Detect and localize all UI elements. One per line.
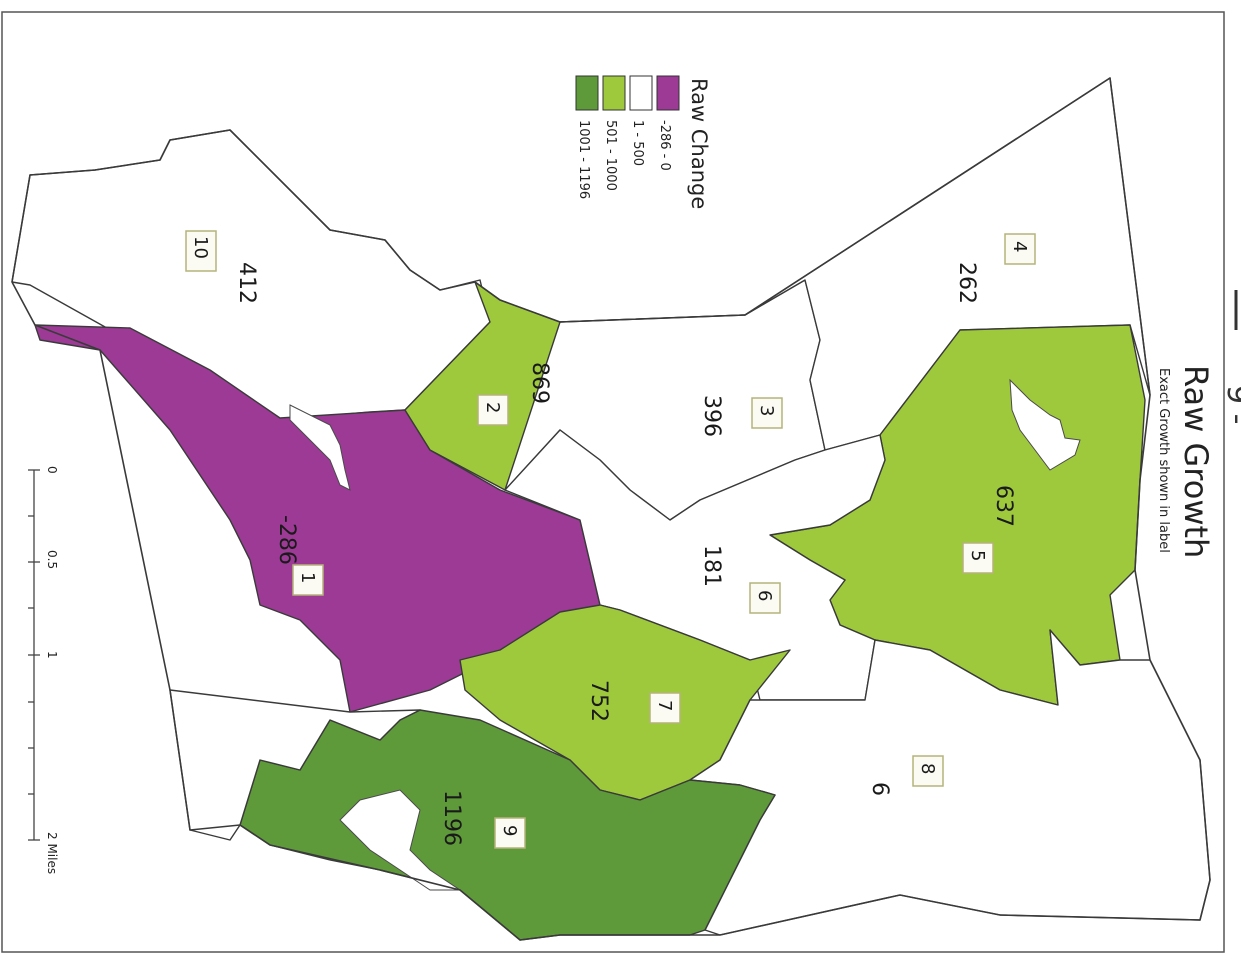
stream-in-district-9 — [339, 789, 462, 891]
scale-label-2-miles: 2 Miles — [45, 832, 59, 874]
legend-swatch-mid — [602, 75, 626, 111]
district-label-1: -286 1 — [274, 515, 324, 596]
map-title: Raw Growth — [1177, 365, 1215, 558]
district-number-6: 6 — [754, 590, 775, 601]
scale-label-0: 0 — [45, 466, 59, 474]
district-number-8: 8 — [917, 763, 938, 774]
district-number-box-10 — [185, 230, 217, 272]
growth-value-2: 869 — [527, 362, 552, 404]
map-frame — [1, 11, 1225, 953]
district-number-9: 9 — [499, 825, 520, 836]
district-number-box-8 — [912, 755, 944, 787]
growth-value-9: 1196 — [439, 790, 464, 846]
river-in-district-1 — [289, 404, 351, 491]
city-boundary — [11, 77, 1211, 941]
district-number-4: 4 — [1009, 241, 1030, 252]
district-number-2: 2 — [482, 402, 503, 413]
district-number-3: 3 — [756, 405, 777, 416]
district-number-5: 5 — [967, 550, 988, 561]
legend-title: Raw Change — [687, 78, 711, 209]
legend-label-high: 1001 - 1196 — [576, 120, 591, 199]
legend-label-mid: 501 - 1000 — [603, 120, 618, 191]
district-label-9: 1196 9 — [439, 790, 526, 849]
district-number-box-6 — [749, 582, 781, 614]
district-label-4: 262 4 — [954, 233, 1036, 304]
growth-value-3: 396 — [699, 395, 724, 437]
map-subtitle: Exact Growth shown in label — [1156, 368, 1171, 553]
growth-value-8: 6 — [867, 782, 892, 796]
growth-value-7: 752 — [586, 680, 611, 722]
legend-label-negative: -286 - 0 — [657, 120, 672, 171]
district-label-7: 752 7 — [586, 680, 681, 724]
district-label-6: 181 6 — [699, 545, 781, 614]
scale-bar: 0 0.5 1 2 Miles — [28, 466, 59, 874]
growth-value-6: 181 — [699, 545, 724, 587]
district-label-8: 6 8 — [867, 755, 944, 796]
district-number-box-7 — [649, 692, 681, 724]
legend-swatch-low — [629, 75, 653, 111]
district-number-1: 1 — [297, 572, 318, 583]
district-label-3: 396 3 — [699, 395, 783, 437]
cropped-title-glyph: 9 - — [1220, 385, 1241, 424]
district-number-box-1 — [292, 564, 324, 596]
district-label-5: 637 5 — [962, 485, 1016, 574]
district-number-box-2 — [477, 394, 509, 426]
lake-in-district-5 — [1009, 378, 1081, 471]
district-number-box-4 — [1004, 233, 1036, 265]
growth-value-5: 637 — [991, 485, 1016, 527]
legend: Raw Change -286 - 0 1 - 500 501 - 1000 1… — [575, 75, 711, 209]
growth-value-10: 412 — [234, 262, 259, 304]
district-number-7: 7 — [654, 700, 675, 711]
scale-label-1: 1 — [45, 651, 59, 659]
growth-value-1: -286 — [274, 515, 299, 565]
district-number-box-9 — [494, 817, 526, 849]
legend-swatch-high — [575, 75, 599, 111]
district-label-2: 869 2 — [477, 362, 552, 426]
district-number-box-3 — [751, 397, 783, 429]
district-number-10: 10 — [190, 236, 211, 259]
legend-label-low: 1 - 500 — [630, 120, 645, 166]
legend-swatch-negative — [656, 75, 680, 111]
district-number-box-5 — [962, 542, 994, 574]
scale-label-half: 0.5 — [45, 550, 59, 569]
growth-value-4: 262 — [954, 262, 979, 304]
district-label-10: 412 10 — [185, 230, 259, 304]
